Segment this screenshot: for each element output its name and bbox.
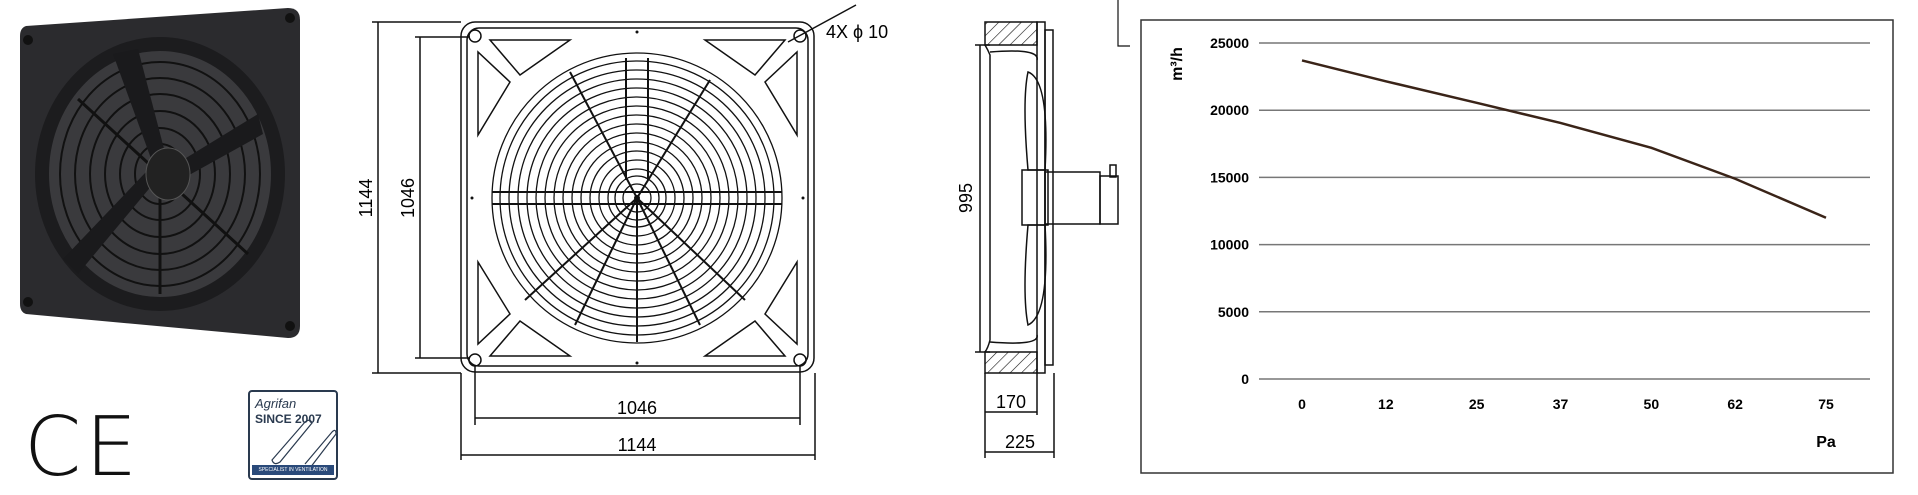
front-view-drawing: 1144 1046 1046 1144 4X ϕ 10 [356,4,888,460]
ce-mark: CE [24,400,142,495]
x-tick-label: 75 [1818,396,1834,412]
dim-total-depth: 225 [1005,432,1035,452]
since-text: SINCE 2007 [255,412,322,426]
dim-frame-depth: 170 [996,392,1026,412]
airflow-series-line [1301,59,1827,219]
y-tick-label: 5000 [1218,304,1249,320]
dim-height-outer: 1144 [356,179,376,218]
x-axis-label: Pa [1816,434,1836,451]
tagline: SPECIALIST IN VENTILATION [252,465,334,475]
brand-name: Agrifan [255,396,297,411]
dim-width-holes: 1046 [617,398,657,418]
x-tick-label: 25 [1469,396,1485,412]
x-tick-label: 0 [1298,396,1306,412]
dim-blade-diameter: 995 [956,183,976,213]
dim-height-holes: 1046 [398,178,418,218]
y-tick-label: 25000 [1210,35,1249,51]
agrifan-badge: Agrifan SINCE 2007 SPECIALIST IN VENTILA… [248,390,338,480]
y-axis-label: m³/h [1169,47,1186,81]
x-tick-label: 12 [1378,396,1394,412]
side-view-drawing: 995 170 225 [956,0,1130,458]
y-tick-label: 15000 [1210,169,1249,185]
dim-width-outer: 1144 [618,435,657,455]
x-tick-label: 37 [1553,396,1569,412]
chart-frame [1140,19,1894,474]
x-tick-label: 62 [1727,396,1743,412]
y-tick-label: 0 [1241,371,1249,387]
x-tick-label: 50 [1644,396,1660,412]
holes-note: 4X ϕ 10 [826,22,888,42]
y-tick-label: 20000 [1210,102,1249,118]
fan-product-photo [20,8,300,338]
y-tick-label: 10000 [1210,237,1249,253]
